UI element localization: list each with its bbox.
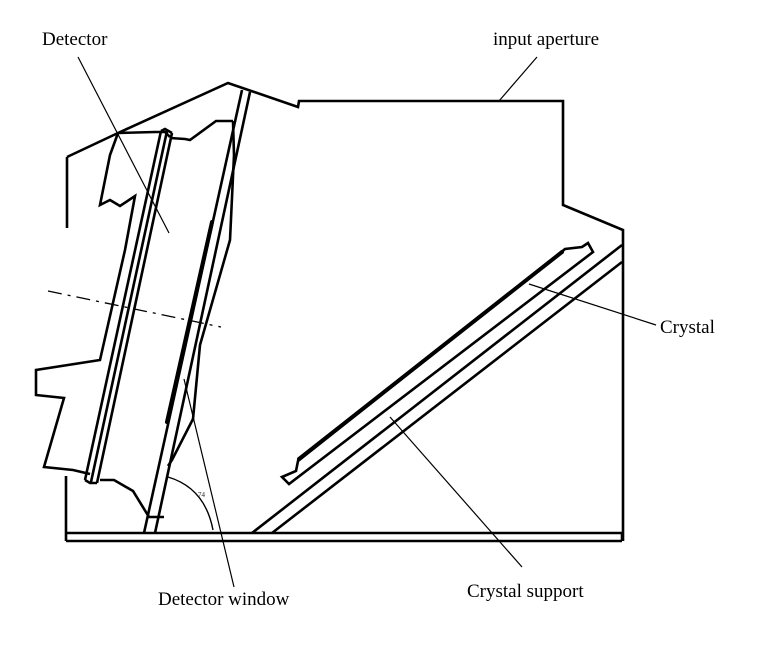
crystal-support <box>251 243 623 535</box>
label-detector-window: Detector window <box>158 589 290 610</box>
detector-left-profile <box>34 132 137 476</box>
flange-top-cap <box>160 127 173 135</box>
input-aperture-leader <box>498 56 538 102</box>
label-crystal: Crystal <box>660 317 715 338</box>
detector-housing-step <box>169 119 233 142</box>
detector-lower-profile <box>100 478 164 519</box>
window-plate-right-line <box>153 91 252 534</box>
housing-top-outline <box>66 81 625 541</box>
housing <box>64 81 625 541</box>
crystal <box>279 241 595 486</box>
window-cavity-profile <box>166 120 236 467</box>
crystal-support-line-1 <box>251 243 623 535</box>
angle-arc <box>167 476 214 531</box>
crystal-support-line-2 <box>271 260 623 535</box>
crystal-support-leader <box>389 416 523 568</box>
label-input-aperture: input aperture <box>493 29 599 50</box>
base-plate <box>64 531 624 543</box>
crystal-outline <box>279 241 595 486</box>
leader-lines <box>77 56 657 588</box>
detector-top-profile <box>117 130 171 138</box>
label-detector: Detector <box>42 29 108 50</box>
detector-window <box>165 220 214 424</box>
optical-axis-line <box>47 290 222 328</box>
flange-line-1 <box>83 130 163 481</box>
flange-line-3 <box>95 132 174 484</box>
flange-line-2 <box>89 130 169 483</box>
detector-window-plate <box>142 89 252 534</box>
detector-flange <box>83 127 174 485</box>
detector-window-leader <box>183 378 235 588</box>
angle-label: 74 <box>198 491 206 499</box>
crystal-surface <box>297 250 564 461</box>
detector-leader <box>77 56 170 234</box>
label-crystal-support: Crystal support <box>467 581 584 602</box>
crystal-leader <box>528 283 657 326</box>
angle-indicator: 74 <box>167 476 214 531</box>
flange-bottom-cap <box>84 478 97 485</box>
